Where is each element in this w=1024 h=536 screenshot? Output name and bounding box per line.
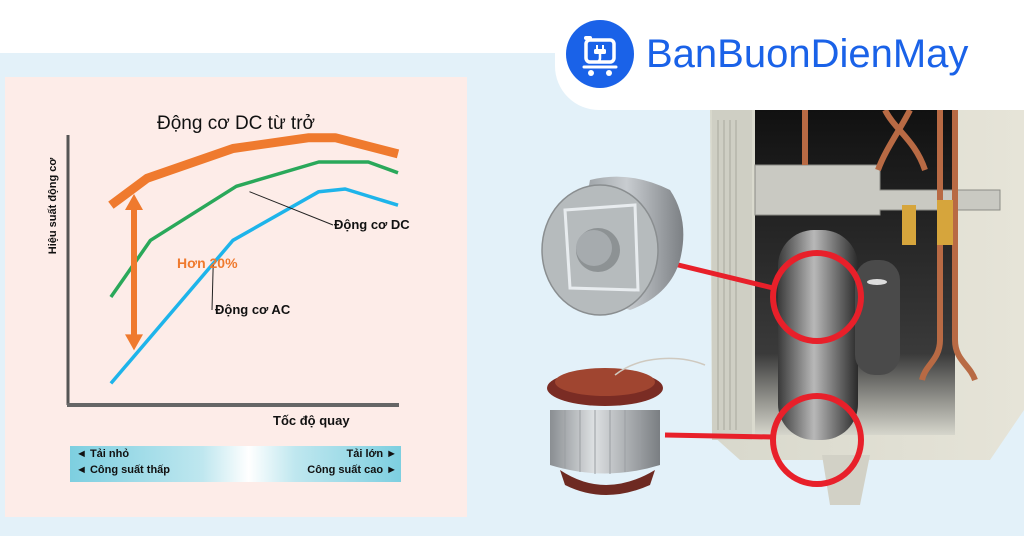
- gain-label: Hơn 20%: [177, 255, 238, 271]
- stator-highlight-circle: [770, 393, 864, 487]
- dc-leader-line: [249, 191, 334, 226]
- compressor-body: [778, 230, 858, 440]
- rotor-highlight-circle: [770, 250, 864, 344]
- x-axis-label: Tốc độ quay: [273, 413, 350, 428]
- ac-motor-label: Động cơ AC: [215, 302, 291, 317]
- y-axis-label: Hiệu suất động cơ: [47, 157, 59, 255]
- brand-name: BanBuonDienMay: [646, 31, 969, 76]
- legend-large-load: Tải lớn ►: [346, 448, 398, 460]
- rotor-leader-line: [665, 259, 774, 291]
- legend-high-power: Công suất cao ►: [307, 464, 397, 476]
- ac-leader-line: [211, 264, 214, 311]
- efficiency-chart: [66, 133, 400, 407]
- legend-low-power: ◄ Công suất thấp: [76, 464, 170, 476]
- shopping-cart-plug-icon: [566, 20, 634, 88]
- gain-arrow-head-up: [125, 194, 143, 211]
- brand-logo[interactable]: BanBuonDienMay: [566, 20, 968, 88]
- dc-motor-label: Động cơ DC: [334, 217, 410, 232]
- gain-arrow-head-down: [125, 334, 143, 351]
- series-line-động-cơ-dc-từ-trở: [108, 133, 400, 209]
- load-legend-bar: ◄ Tải nhỏ ◄ Công suất thấp Tải lớn ► Côn…: [70, 446, 401, 482]
- rotor-magnet-part: [541, 176, 684, 316]
- stator-coil-part: [547, 357, 706, 495]
- compressor-illustration: [541, 110, 1024, 505]
- highlight-callouts: [664, 250, 864, 487]
- outdoor-unit: [710, 110, 1024, 505]
- chart-title: Động cơ DC từ trở: [157, 113, 316, 134]
- series-line-động-cơ-dc: [109, 160, 399, 299]
- legend-small-load: ◄ Tải nhỏ: [76, 448, 130, 460]
- stator-leader-line: [664, 432, 774, 440]
- series-line-động-cơ-ac: [109, 187, 399, 385]
